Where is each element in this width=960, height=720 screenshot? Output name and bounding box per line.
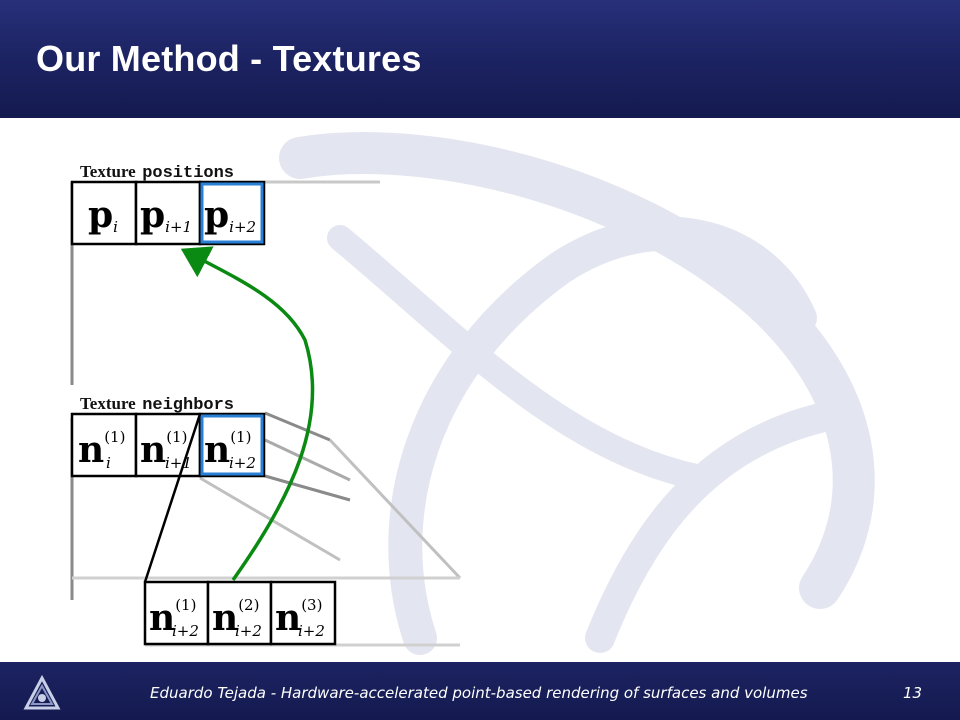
- header-bar: [0, 0, 960, 118]
- positions-cell-text: pi+2: [204, 194, 256, 236]
- positions-cell-text: pi+1: [140, 194, 192, 236]
- cell-sup: (1): [230, 428, 251, 446]
- guide-line: [264, 411, 331, 442]
- expanded-row: n(1) i+2 n(2) i+2 n(3) i+2: [143, 580, 337, 646]
- neighbors-label: Texture neighbors: [80, 394, 234, 415]
- positions-label-name: positions: [142, 164, 234, 183]
- cell-sup: (1): [175, 596, 196, 614]
- slide-title: Our Method - Textures: [36, 38, 422, 79]
- cell-sup: (2): [238, 596, 259, 614]
- positions-label-word: Texture: [80, 162, 136, 181]
- guide-line: [264, 474, 351, 502]
- cell-sup: (1): [166, 428, 187, 446]
- cell-sub: i+1: [165, 454, 192, 472]
- expanded-cell-text: n(3): [275, 596, 322, 639]
- cell-sub: i: [113, 218, 118, 236]
- neighbors-cell: [198, 412, 266, 478]
- cell-sub: i+2: [229, 454, 256, 472]
- footer-text: Eduardo Tejada - Hardware-accelerated po…: [150, 684, 808, 702]
- background-watermark: [279, 132, 875, 655]
- footer-bar: [0, 662, 960, 720]
- positions-cell: [134, 180, 202, 246]
- cell-sub: i+2: [235, 622, 262, 640]
- positions-label: Texture positions: [80, 162, 234, 183]
- cell-base: n: [140, 429, 166, 471]
- cell-base: n: [149, 597, 175, 639]
- cell-base: p: [140, 194, 165, 236]
- cell-base: n: [212, 597, 238, 639]
- cell-sub: i+2: [229, 218, 256, 236]
- cell-sub: i+2: [172, 622, 199, 640]
- guide-line: [328, 438, 462, 580]
- cell-sup: (1): [104, 428, 125, 446]
- logo-icon: [23, 674, 61, 710]
- cell-base: n: [78, 429, 104, 471]
- neighbors-label-word: Texture: [80, 394, 136, 413]
- neighbors-cell-text: n(1): [204, 428, 251, 471]
- cell-base: n: [204, 429, 230, 471]
- reference-arrow: [180, 246, 315, 582]
- expanded-cell-text: n(1): [149, 596, 196, 639]
- positions-row: pi pi+1 pi+2: [70, 180, 266, 246]
- cell-sub: i: [106, 454, 111, 472]
- neighbors-cell-text: n(1): [78, 428, 125, 471]
- neighbors-highlight: [200, 414, 264, 476]
- cell-base: p: [204, 194, 229, 236]
- neighbors-cell-text: n(1): [140, 428, 187, 471]
- guide-line: [264, 438, 351, 482]
- cell-sub: i+1: [165, 218, 192, 236]
- cell-sup: (3): [301, 596, 322, 614]
- neighbors-label-name: neighbors: [142, 396, 234, 415]
- expanded-cell-text: n(2): [212, 596, 259, 639]
- positions-cell-text: pi: [88, 194, 118, 236]
- cell-sub: i+2: [298, 622, 325, 640]
- expansion-lines: [143, 413, 202, 583]
- guide-line: [199, 476, 341, 562]
- positions-cell: [70, 180, 138, 246]
- cell-base: n: [275, 597, 301, 639]
- page-number: 13: [903, 684, 923, 702]
- positions-highlight: [200, 182, 264, 244]
- expansion-line: [143, 413, 202, 583]
- expanded-cell: [269, 580, 337, 646]
- positions-cell: [198, 180, 266, 246]
- expanded-cell: [143, 580, 210, 646]
- neighbors-row: n(1) i n(1) i+1 n(1) i+2: [70, 412, 266, 478]
- cell-base: p: [88, 194, 113, 236]
